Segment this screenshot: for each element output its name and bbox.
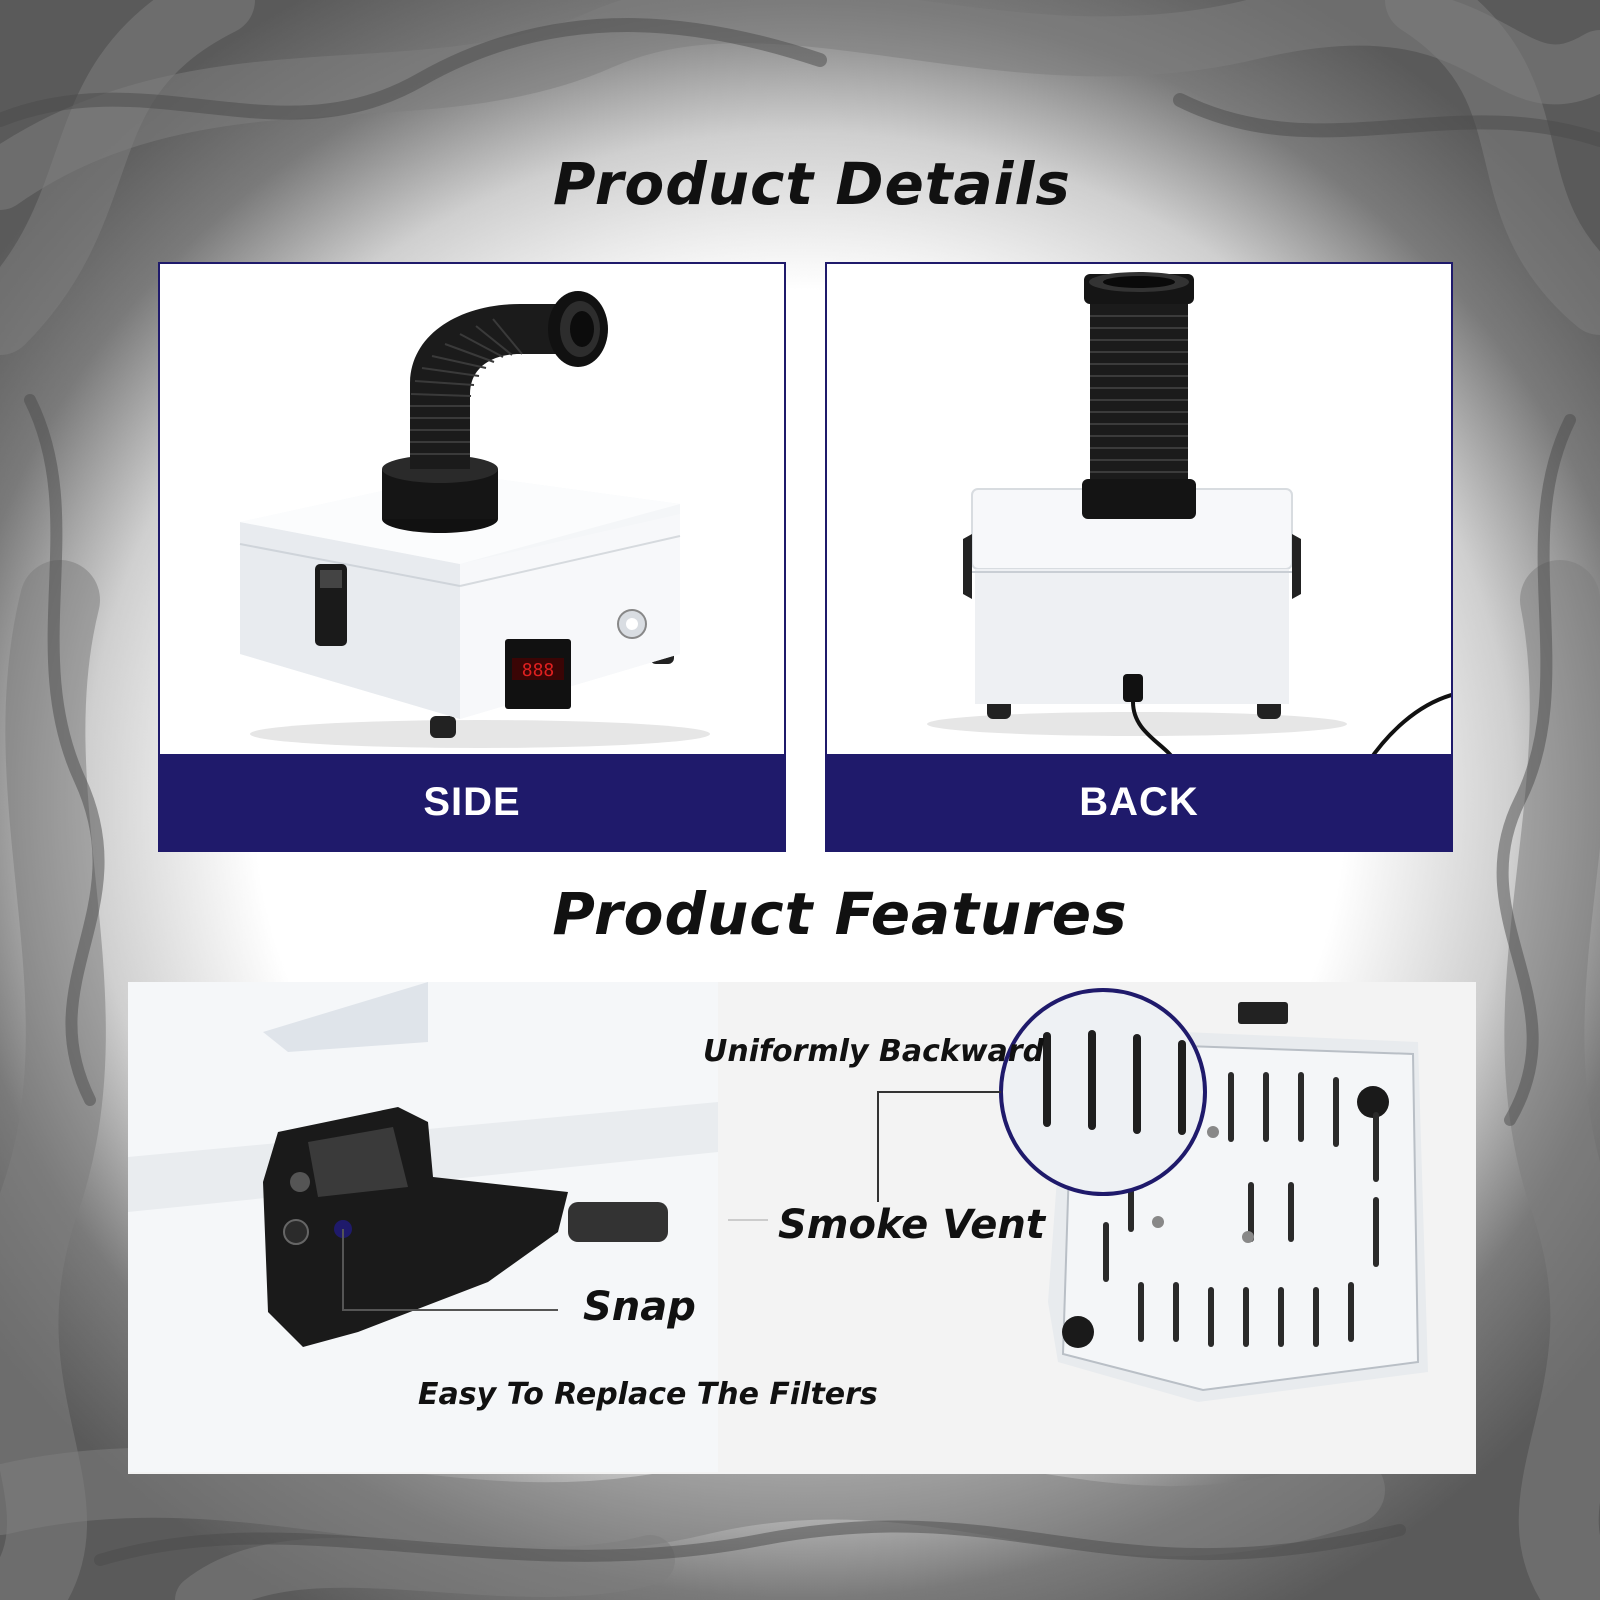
product-details-title: Product Details	[553, 150, 1071, 218]
smoke-vent-label: Smoke Vent	[778, 1202, 1045, 1248]
fume-extractor-side-image: 888	[239, 291, 710, 748]
back-label: BACK	[827, 754, 1451, 850]
side-view-panel: 888 SIDE	[158, 262, 786, 852]
product-features-title: Product Features	[552, 880, 1128, 948]
features-illustration	[128, 982, 1428, 1472]
side-label: SIDE	[160, 754, 784, 850]
vent-magnifier-icon	[999, 988, 1207, 1196]
features-panel: Uniformly Backward Smoke Vent Snap Easy …	[128, 982, 1476, 1474]
uniformly-backward-label: Uniformly Backward	[703, 1034, 1045, 1069]
snap-label: Snap	[583, 1284, 696, 1330]
fume-extractor-back-image	[927, 272, 1451, 764]
easy-replace-filters-label: Easy To Replace The Filters	[418, 1377, 878, 1412]
svg-text:888: 888	[522, 660, 555, 681]
back-view-panel: BACK	[825, 262, 1453, 852]
